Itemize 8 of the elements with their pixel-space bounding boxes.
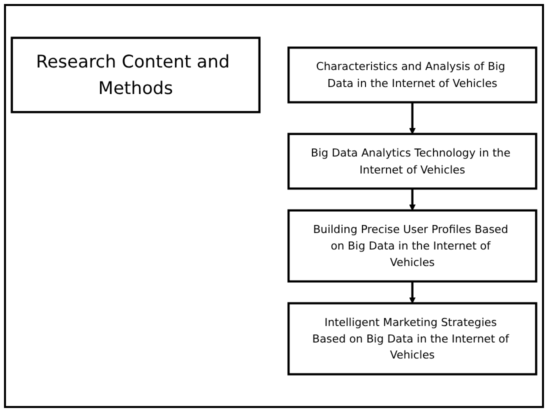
node-box: Intelligent Marketing Strategies Based on Big Data in the Internet of Vehicles [287, 302, 538, 376]
arrow [409, 188, 416, 211]
arrow [409, 102, 416, 134]
node-box: Research Content and Methods [10, 36, 261, 114]
arrow [409, 281, 416, 304]
node-box: Characteristics and Analysis of Big Data in the Internet of Vehicles [287, 46, 538, 104]
node-box: Building Precise User Profiles Based on Big Data in the Internet of Vehicles [287, 209, 538, 282]
node-box: Big Data Analytics Technology in the Internet of Vehicles [287, 132, 538, 190]
